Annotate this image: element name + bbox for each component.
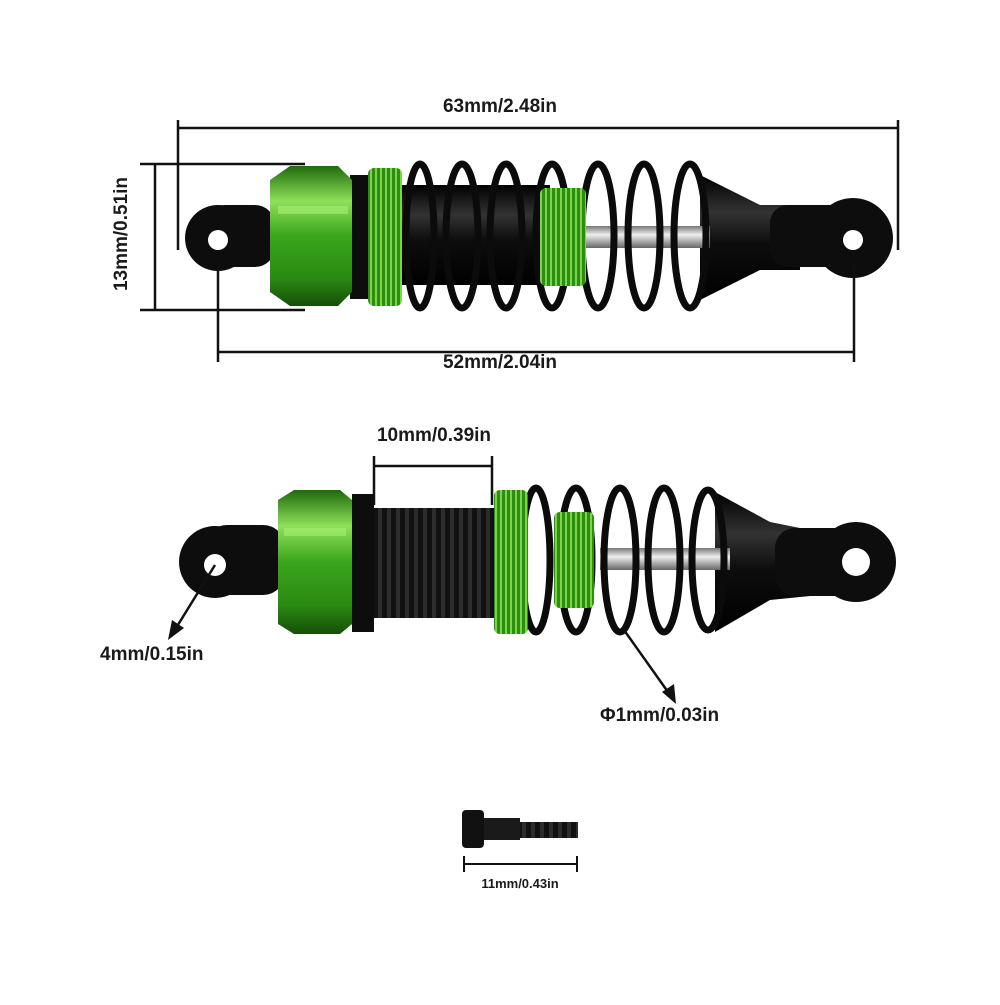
hex-cap-2 [278,490,352,634]
eye-to-eye-label: 52mm/2.04in [442,352,558,373]
screw-length-label: 11mm/0.43in [481,876,559,891]
left-eyelet-2 [179,525,285,598]
knurled-ring-2 [494,490,528,634]
knurled-ring [368,168,402,306]
overall-length-label: 63mm/2.48in [442,96,558,117]
washer [350,175,368,299]
shock-exploded [168,456,896,704]
spring-wire-label: Φ1mm/0.03in [600,705,720,726]
right-eyelet [700,175,893,300]
left-eyelet [185,205,275,271]
shock-assembled [140,120,900,362]
eyelet-hole-label: 4mm/0.15in [100,644,204,665]
dimension-lines-middle [174,456,670,693]
mounting-screw [462,810,578,872]
piston-rod-2 [600,548,730,570]
thread-length-label: 10mm/0.39in [376,425,492,446]
spring-preload-collar [540,188,586,286]
body-height-label: 13mm/0.51in [111,176,132,292]
hex-cap [270,166,352,306]
coil-spring [402,160,710,312]
dimension-line-screw [463,856,578,872]
washer-2 [352,494,374,632]
dimension-lines-top [140,120,900,362]
spring-preload-collar-2 [554,512,594,608]
right-eyelet-2 [715,492,896,632]
threaded-body [372,508,500,618]
hole-arrow-head [168,620,184,640]
wire-arrow-head [662,684,676,704]
